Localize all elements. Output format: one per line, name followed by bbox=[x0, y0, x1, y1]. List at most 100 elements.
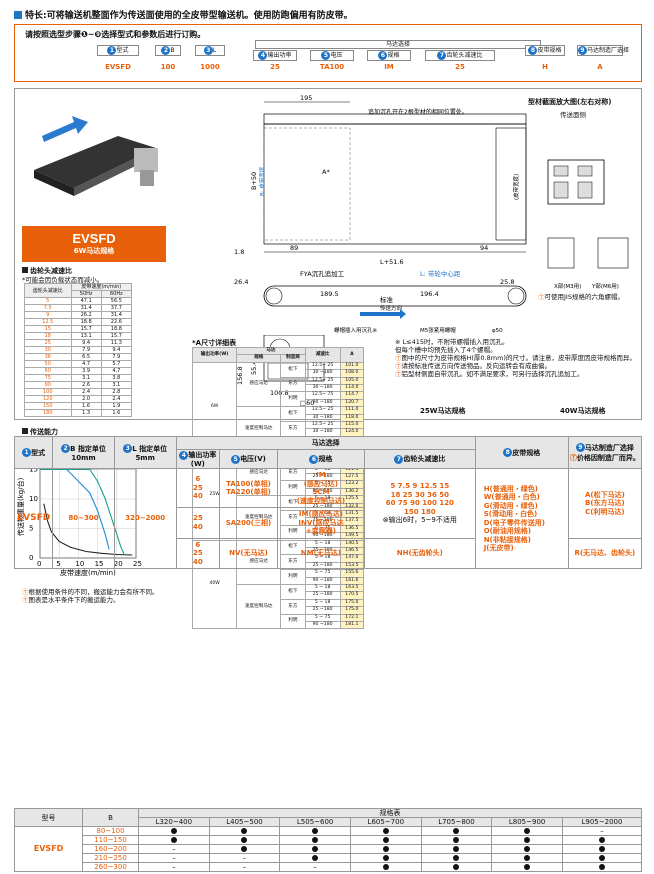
cell-ratios: 5 7.5 9 12.5 15 18 25 30 36 50 60 75 90 … bbox=[363, 468, 476, 539]
x-part-label: X部(M3用) bbox=[554, 282, 581, 290]
std-th-col-1: L405~500 bbox=[208, 817, 281, 827]
table-row: 260~300––– bbox=[15, 862, 643, 872]
available-dot-icon bbox=[382, 864, 389, 870]
cell-spec-3: NM(无马达) bbox=[276, 537, 365, 569]
available-dot-icon bbox=[453, 846, 460, 852]
available-dot-icon bbox=[598, 855, 605, 861]
capacity-title: 传送能力 bbox=[22, 427, 58, 437]
phi50-label: φ50 bbox=[492, 328, 503, 334]
right-note-4: Ⓣ请按标准传送方向传送物品。反向运转会有成曲偏。 bbox=[395, 362, 551, 370]
cell-l-range: 320~2000 bbox=[113, 468, 177, 569]
step-number-icon: 2 bbox=[161, 46, 171, 55]
a-th-power: 输出功率(W) bbox=[191, 347, 238, 363]
std-th-col-5: L805~900 bbox=[491, 817, 563, 827]
available-dot-icon bbox=[382, 837, 389, 843]
product-photo bbox=[22, 96, 166, 226]
note-slot: 追加沉孔开在2根型材的相同位置处。 bbox=[368, 108, 468, 116]
cell-volt-1: TA100(单相) TA220(单相) bbox=[219, 468, 278, 508]
capacity-note-1: Ⓣ根据使用条件的不同，搬运能力会有所不同。 bbox=[22, 588, 159, 596]
table-row: 110~150 bbox=[15, 835, 643, 845]
sel-value-3: 1000 bbox=[200, 63, 220, 71]
th-motor-group: 马达选择 bbox=[175, 436, 476, 450]
dim-195: 195 bbox=[300, 94, 312, 102]
section-title: 型材截面放大图(左右对称) bbox=[528, 98, 612, 106]
std-th-b: B bbox=[82, 808, 139, 827]
std-th-col-2: L505~600 bbox=[279, 817, 351, 827]
spec40-title: 40W马达规格 bbox=[560, 407, 606, 415]
sel-value-2: 100 bbox=[160, 63, 176, 71]
feature-line: 特长:可将输送机整面作为传送面使用的全皮带型输送机。使用防跑偏用有防皮带。 bbox=[14, 8, 644, 22]
a-th-motor: 马达 bbox=[236, 346, 306, 356]
available-dot-icon bbox=[382, 828, 389, 834]
sel-value-4: 25 bbox=[270, 63, 280, 71]
step-number-icon: 4 bbox=[258, 51, 268, 60]
ratio-title: 齿轮头减速比 bbox=[22, 266, 72, 276]
cell-spec-2: IM(感应马达) INV(感应马达 +变频器) bbox=[276, 507, 365, 539]
step-number-icon: 5 bbox=[321, 51, 331, 60]
step-number-icon: 1 bbox=[107, 46, 117, 55]
ratio-th-speed: 皮带速度(m/min) bbox=[70, 283, 133, 291]
ratio-th-60: 60Hz bbox=[100, 290, 133, 298]
available-dot-icon bbox=[524, 828, 531, 834]
available-dot-icon bbox=[598, 837, 605, 843]
right-note-2: 但每个槽中均预先插入了4个螺帽。 bbox=[395, 346, 497, 354]
sel-value-9: A bbox=[597, 63, 603, 71]
step-number-icon: 6 bbox=[378, 51, 388, 60]
selection-intro: 请按照选型步骤❶~❾选择型式和参数后进行订购。 bbox=[25, 30, 206, 39]
std-th-group: 规格表 bbox=[138, 808, 642, 818]
available-dot-icon bbox=[170, 828, 177, 834]
cell-makers: A(松下马达) B(东方马达) C(利明马达) bbox=[567, 468, 643, 539]
right-note-1: ※ L≤415时，不附带螺帽插入用沉孔。 bbox=[395, 338, 509, 346]
available-dot-icon bbox=[241, 837, 248, 843]
dir-label: 传送方向 bbox=[380, 304, 402, 312]
dim-18: 1.8 bbox=[234, 248, 244, 256]
available-dot-icon bbox=[170, 837, 177, 843]
cell-b-range: 80~300 bbox=[52, 468, 115, 569]
cell-volt-2: SA200(三相) bbox=[219, 507, 278, 539]
dim-L: L+51.6 bbox=[380, 258, 404, 266]
a-th-a: A bbox=[339, 347, 365, 363]
available-dot-icon bbox=[312, 855, 319, 861]
capacity-notes: Ⓣ根据使用条件的不同，搬运能力会有所不同。 Ⓣ图表是水平条件下的搬运能力。 bbox=[22, 588, 159, 604]
d1895: 189.5 bbox=[320, 290, 339, 298]
sel-value-5: TA100 bbox=[319, 63, 345, 71]
available-dot-icon bbox=[598, 864, 605, 870]
sel-value-6: IM bbox=[384, 63, 394, 71]
square-bullet-icon bbox=[14, 11, 22, 19]
step-number-icon: 9 bbox=[578, 46, 587, 55]
available-dot-icon bbox=[453, 828, 460, 834]
available-dot-icon bbox=[524, 864, 531, 870]
sel-value-8: H bbox=[542, 63, 548, 71]
available-dot-icon bbox=[453, 864, 460, 870]
cell-spec-1: IM (感应马达) SCM (速度控制马达) bbox=[276, 468, 365, 508]
jis-note: Ⓣ可使用JIS规格的六角螺帽。 bbox=[538, 293, 624, 301]
sel-value-1: EVSFD bbox=[105, 63, 131, 71]
